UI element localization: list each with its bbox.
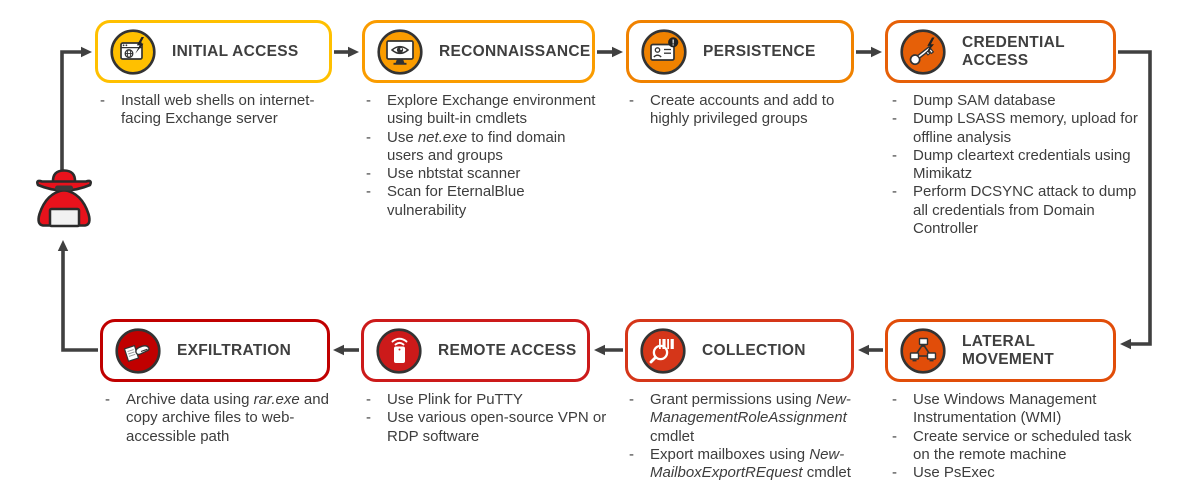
stage-box-collection: COLLECTION <box>625 319 854 382</box>
bullet-item: -Dump SAM database <box>892 92 1140 110</box>
bullet-text: Use Plink for PuTTY <box>387 391 523 408</box>
bullet-marker: - <box>105 391 110 408</box>
stage-title: COLLECTION <box>702 341 806 359</box>
stage-title: LATERAL MOVEMENT <box>962 333 1054 368</box>
stage-title: REMOTE ACCESS <box>438 341 577 359</box>
bullet-marker: - <box>366 165 371 183</box>
stage-box-credential-access: CREDENTIAL ACCESS <box>885 20 1116 83</box>
bullet-text: Scan for EternalBlue vulnerability <box>387 183 525 219</box>
monitor-eye-icon <box>376 28 424 76</box>
stage-bullets-initial-access: -Install web shells on internet-facing E… <box>100 92 340 129</box>
bullet-marker: - <box>892 146 897 164</box>
stage-box-exfiltration: EXFILTRATION <box>100 319 330 382</box>
stage-title: INITIAL ACCESS <box>172 42 299 60</box>
bullet-text: Dump SAM database <box>913 92 1056 109</box>
bullet-text: Install web shells on internet-facing Ex… <box>121 92 315 128</box>
id-card-alert-icon: ! <box>640 28 688 76</box>
bullet-marker: - <box>629 445 634 463</box>
hand-docs-icon <box>114 327 162 375</box>
bullet-text: Grant permissions using New-ManagementRo… <box>650 391 851 445</box>
bullet-marker: - <box>100 92 105 109</box>
stage-box-persistence: ! PERSISTENCE <box>626 20 854 83</box>
bullet-marker: - <box>366 128 371 146</box>
stage-box-reconnaissance: RECONNAISSANCE <box>362 20 595 83</box>
attacker-icon <box>36 169 92 228</box>
bullet-item: -Archive data using rar.exe and copy arc… <box>105 391 353 446</box>
bullet-marker: - <box>366 409 371 427</box>
bullet-item: -Use net.exe to find domain users and gr… <box>366 129 606 166</box>
bullet-item: -Install web shells on internet-facing E… <box>100 92 340 129</box>
stage-box-lateral-movement: LATERAL MOVEMENT <box>885 319 1116 382</box>
bullet-marker: - <box>366 92 371 109</box>
stage-bullets-reconnaissance: -Explore Exchange environment using buil… <box>366 92 606 220</box>
bullet-item: -Use nbtstat scanner <box>366 165 606 183</box>
bullet-text: Explore Exchange environment using built… <box>387 92 596 128</box>
bullet-item: -Use Windows Management Instrumentation … <box>892 391 1134 428</box>
bullet-text: Use nbtstat scanner <box>387 165 521 183</box>
bullet-item: -Dump cleartext credentials using Mimika… <box>892 147 1140 184</box>
bullet-marker: - <box>892 92 897 109</box>
stage-box-remote-access: REMOTE ACCESS <box>361 319 590 382</box>
stage-bullets-persistence: -Create accounts and add to highly privi… <box>629 92 869 129</box>
bullet-text: Perform DCSYNC attack to dump all creden… <box>913 183 1137 238</box>
bullet-text: Export mailboxes using New-MailboxExport… <box>650 445 851 482</box>
bullet-marker: - <box>366 391 371 408</box>
bullet-marker: - <box>892 110 897 128</box>
bullet-text: Dump cleartext credentials using Mimikat… <box>913 146 1131 183</box>
bullet-text: Create accounts and add to highly privil… <box>650 92 835 128</box>
bullet-item: -Use PsExec <box>892 464 1134 482</box>
search-barcode-icon <box>639 327 687 375</box>
stage-title: CREDENTIAL ACCESS <box>962 34 1065 69</box>
stage-bullets-exfiltration: -Archive data using rar.exe and copy arc… <box>105 391 353 446</box>
bullet-text: Use various open-source VPN or RDP softw… <box>387 409 607 445</box>
stage-bullets-remote-access: -Use Plink for PuTTY-Use various open-so… <box>366 391 608 446</box>
stage-box-initial-access: INITIAL ACCESS <box>95 20 332 83</box>
svg-text:!: ! <box>672 37 675 47</box>
stage-title: PERSISTENCE <box>703 42 816 60</box>
bullet-marker: - <box>892 464 897 482</box>
bullet-item: -Use various open-source VPN or RDP soft… <box>366 409 608 446</box>
stage-bullets-credential-access: -Dump SAM database-Dump LSASS memory, up… <box>892 92 1140 238</box>
bullet-item: -Perform DCSYNC attack to dump all crede… <box>892 183 1140 238</box>
bullet-marker: - <box>629 391 634 408</box>
bullet-marker: - <box>629 92 634 109</box>
mobile-signal-icon <box>375 327 423 375</box>
browser-flash-icon <box>109 28 157 76</box>
bullet-item: -Grant permissions using New-ManagementR… <box>629 391 877 446</box>
bullet-marker: - <box>892 391 897 408</box>
bullet-text: Use net.exe to find domain users and gro… <box>387 128 566 164</box>
stage-bullets-collection: -Grant permissions using New-ManagementR… <box>629 391 877 482</box>
stage-title: RECONNAISSANCE <box>439 42 591 60</box>
stage-title: EXFILTRATION <box>177 341 292 359</box>
bullet-marker: - <box>892 183 897 201</box>
key-flash-icon <box>899 28 947 76</box>
bullet-item: -Export mailboxes using New-MailboxExpor… <box>629 446 877 483</box>
bullet-text: Create service or scheduled task on the … <box>913 427 1132 463</box>
bullet-item: -Create service or scheduled task on the… <box>892 428 1134 465</box>
bullet-item: -Scan for EternalBlue vulnerability <box>366 183 606 220</box>
bullet-text: Use PsExec <box>913 464 995 482</box>
bullet-marker: - <box>366 183 371 201</box>
bullet-text: Use Windows Management Instrumentation (… <box>913 391 1097 427</box>
bullet-item: -Explore Exchange environment using buil… <box>366 92 606 129</box>
bullet-item: -Dump LSASS memory, upload for offline a… <box>892 110 1140 147</box>
bullet-item: -Create accounts and add to highly privi… <box>629 92 869 129</box>
bullet-item: -Use Plink for PuTTY <box>366 391 608 409</box>
stage-bullets-lateral-movement: -Use Windows Management Instrumentation … <box>892 391 1134 482</box>
bullet-text: Archive data using rar.exe and copy arch… <box>126 391 329 445</box>
bullet-marker: - <box>892 427 897 445</box>
bullet-text: Dump LSASS memory, upload for offline an… <box>913 110 1138 146</box>
network-icon <box>899 327 947 375</box>
